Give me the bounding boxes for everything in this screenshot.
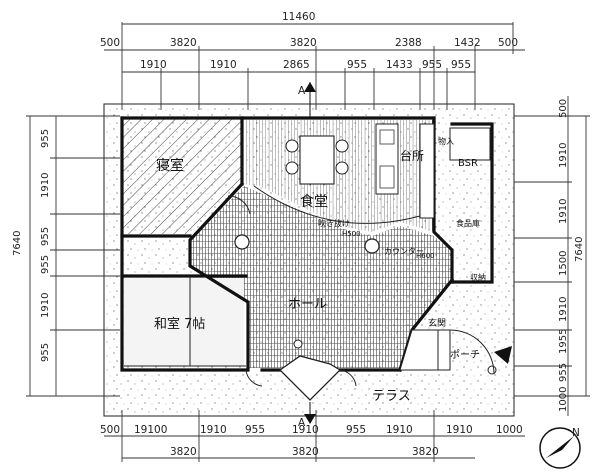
dim-bottom-2: 19100	[134, 424, 167, 436]
bedroom-floor	[122, 118, 242, 234]
dim-top-2: 3820	[170, 37, 197, 49]
dim-top2-6: 955	[422, 59, 442, 71]
svg-text:N: N	[572, 427, 580, 439]
left-dimensions: 7640 955 1910 955 955 1910 955	[12, 115, 120, 397]
dim-left-2: 1910	[40, 173, 51, 198]
dim-right-6: 1955	[558, 329, 569, 354]
dim-right-2: 1910	[558, 143, 569, 168]
room-label-pantry: 食品庫	[456, 218, 480, 228]
room-label-shelf: 収納	[470, 272, 486, 282]
room-label-bsr: BSR	[458, 158, 478, 169]
dim-bottom-4: 955	[245, 424, 265, 436]
note-counter: カウンター	[384, 247, 424, 256]
dim-bottom2-3: 3820	[412, 446, 439, 458]
dim-top-6: 500	[498, 37, 518, 49]
dim-bottom-9: 1000	[496, 424, 523, 436]
note-stair-upper: 吹き抜け	[318, 218, 350, 228]
dim-bottom-7: 1910	[386, 424, 413, 436]
dining-arc	[253, 185, 421, 224]
room-label-washitsu: 和室 7帖	[154, 316, 205, 332]
dining-table	[285, 135, 349, 185]
section-marker-bottom: A	[298, 402, 316, 429]
dim-top2-1: 1910	[140, 59, 167, 71]
dim-bottom-5: 1910	[292, 424, 319, 436]
right-dimensions: 500 1910 1910 1500 7640 1910 1955 955 10…	[514, 96, 590, 416]
column-2	[364, 238, 380, 254]
bay-notch	[245, 355, 357, 401]
dim-bottom-6: 955	[346, 424, 366, 436]
dim-overall-width: 11460	[282, 11, 315, 23]
dim-bottom2-2: 3820	[292, 446, 319, 458]
dim-top2-2: 1910	[210, 59, 237, 71]
room-label-closet: 物入	[438, 136, 454, 146]
washitsu-floor	[124, 278, 244, 366]
dim-left-6: 955	[40, 343, 51, 362]
dim-top-4: 2388	[395, 37, 422, 49]
room-label-terrace: テラス	[372, 389, 411, 404]
dim-left-4: 955	[40, 255, 51, 274]
hall-floor	[190, 186, 452, 368]
note-h-upper: H500	[342, 230, 361, 238]
dim-left-3: 955	[40, 227, 51, 246]
svg-text:A: A	[298, 417, 306, 429]
dim-top2-4: 955	[347, 59, 367, 71]
bedroom-door	[227, 195, 251, 215]
room-label-hall: ホール	[288, 297, 327, 312]
room-label-bedroom: 寝室	[156, 157, 184, 174]
dim-right-3: 1910	[558, 199, 569, 224]
section-marker-top: A	[298, 82, 316, 118]
column-4	[487, 365, 497, 375]
bottom-dimensions: 500 19100 1910 955 1910 955 1910 1910 10…	[100, 410, 525, 462]
top-dimensions: 11460 500 3820 3820 2388 1432 500 1910 1…	[100, 11, 525, 110]
room-label-entrance: 玄関	[428, 317, 446, 329]
svg-text:A: A	[298, 85, 306, 97]
dim-top-3: 3820	[290, 37, 317, 49]
column-1	[234, 234, 250, 250]
dim-top2-5: 1433	[386, 59, 413, 71]
room-label-dining: 食堂	[300, 193, 328, 210]
compass: N	[539, 427, 581, 469]
dim-top-1: 500	[100, 37, 120, 49]
dim-bottom-1: 500	[100, 424, 120, 436]
dim-left-5: 1910	[40, 293, 51, 318]
dim-top2-7: 955	[451, 59, 471, 71]
dim-left-overall: 7640	[12, 231, 23, 256]
dim-right-4: 1500	[558, 251, 569, 276]
dim-right-5: 1910	[558, 297, 569, 322]
dim-bottom-3: 1910	[200, 424, 227, 436]
walls	[120, 116, 494, 372]
kitchen-fixtures	[375, 123, 491, 219]
entrance-area	[399, 329, 495, 375]
dim-right-1: 500	[558, 99, 569, 118]
dim-right-8: 1000	[558, 387, 569, 412]
column-3	[293, 339, 303, 349]
entrance-arrow	[494, 346, 512, 364]
room-label-kitchen: 台所	[400, 148, 424, 163]
dim-top2-3: 2865	[283, 59, 310, 71]
room-label-porch: ポーチ	[450, 349, 480, 361]
dim-bottom2-1: 3820	[170, 446, 197, 458]
dim-right-overall: 7640	[574, 237, 585, 262]
dim-bottom-8: 1910	[446, 424, 473, 436]
dim-left-1: 955	[40, 129, 51, 148]
note-h-lower: H600	[416, 252, 435, 260]
dim-right-7: 955	[558, 363, 569, 382]
dim-top-5: 1432	[454, 37, 481, 49]
